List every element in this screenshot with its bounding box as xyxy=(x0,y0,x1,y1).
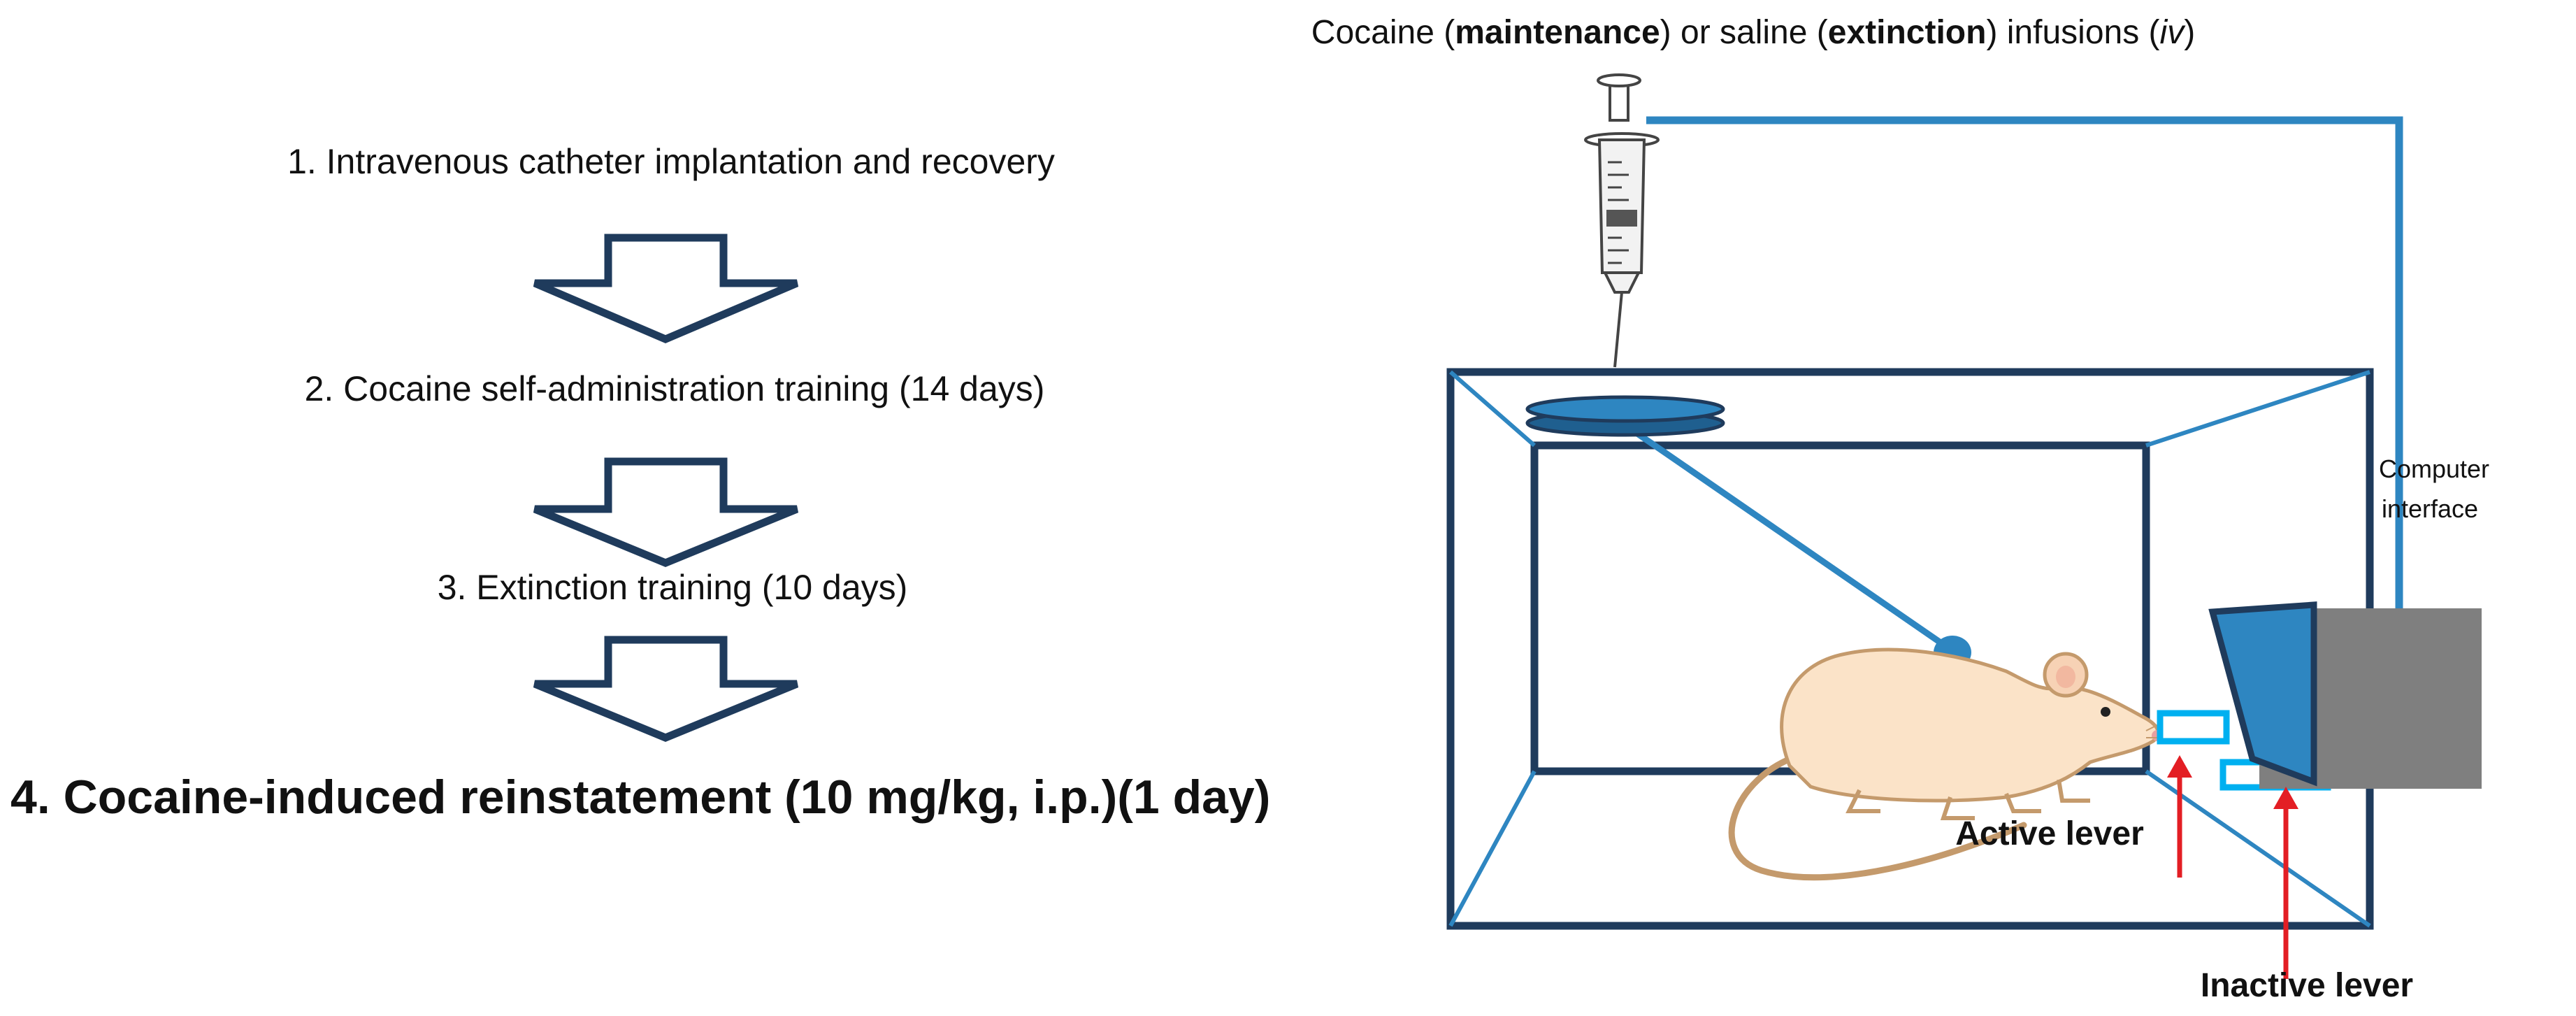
syringe-tubing xyxy=(1646,116,2403,608)
swivel-tether xyxy=(1525,395,1971,669)
computer-interface-label-line2: interface xyxy=(2382,494,2478,523)
active-lever-label: Active lever xyxy=(1955,815,2144,852)
inactive-lever-label: Inactive lever xyxy=(2201,967,2413,1004)
flow-arrow-1 xyxy=(533,234,799,343)
step-4-label: 4. Cocaine-induced reinstatement (10 mg/… xyxy=(10,771,1270,824)
lever-annotations: Active lever Inactive lever xyxy=(1955,755,2413,1004)
computer-screen-icon xyxy=(2208,601,2317,787)
active-lever-arrowhead xyxy=(2167,755,2192,778)
flow-arrow-2 xyxy=(533,457,799,567)
computer-interface-label-line1: Computer xyxy=(2379,455,2489,483)
apparatus: Cocaine (maintenance) or saline (extinct… xyxy=(1311,14,2489,1004)
step-2-label: 2. Cocaine self-administration training … xyxy=(305,369,1045,408)
syringe-icon xyxy=(1584,73,1660,368)
active-lever-icon xyxy=(2157,710,2230,745)
infusion-title: Cocaine (maintenance) or saline (extinct… xyxy=(1311,14,2195,51)
step-3-label: 3. Extinction training (10 days) xyxy=(438,568,908,607)
flow-arrow-3 xyxy=(533,636,799,742)
computer-interface: Computer interface xyxy=(2208,455,2489,789)
protocol-flow: 1. Intravenous catheter implantation and… xyxy=(10,142,1270,824)
rat-icon xyxy=(1728,647,2178,881)
inactive-lever-arrowhead xyxy=(2273,787,2298,809)
step-1-label: 1. Intravenous catheter implantation and… xyxy=(287,142,1055,181)
